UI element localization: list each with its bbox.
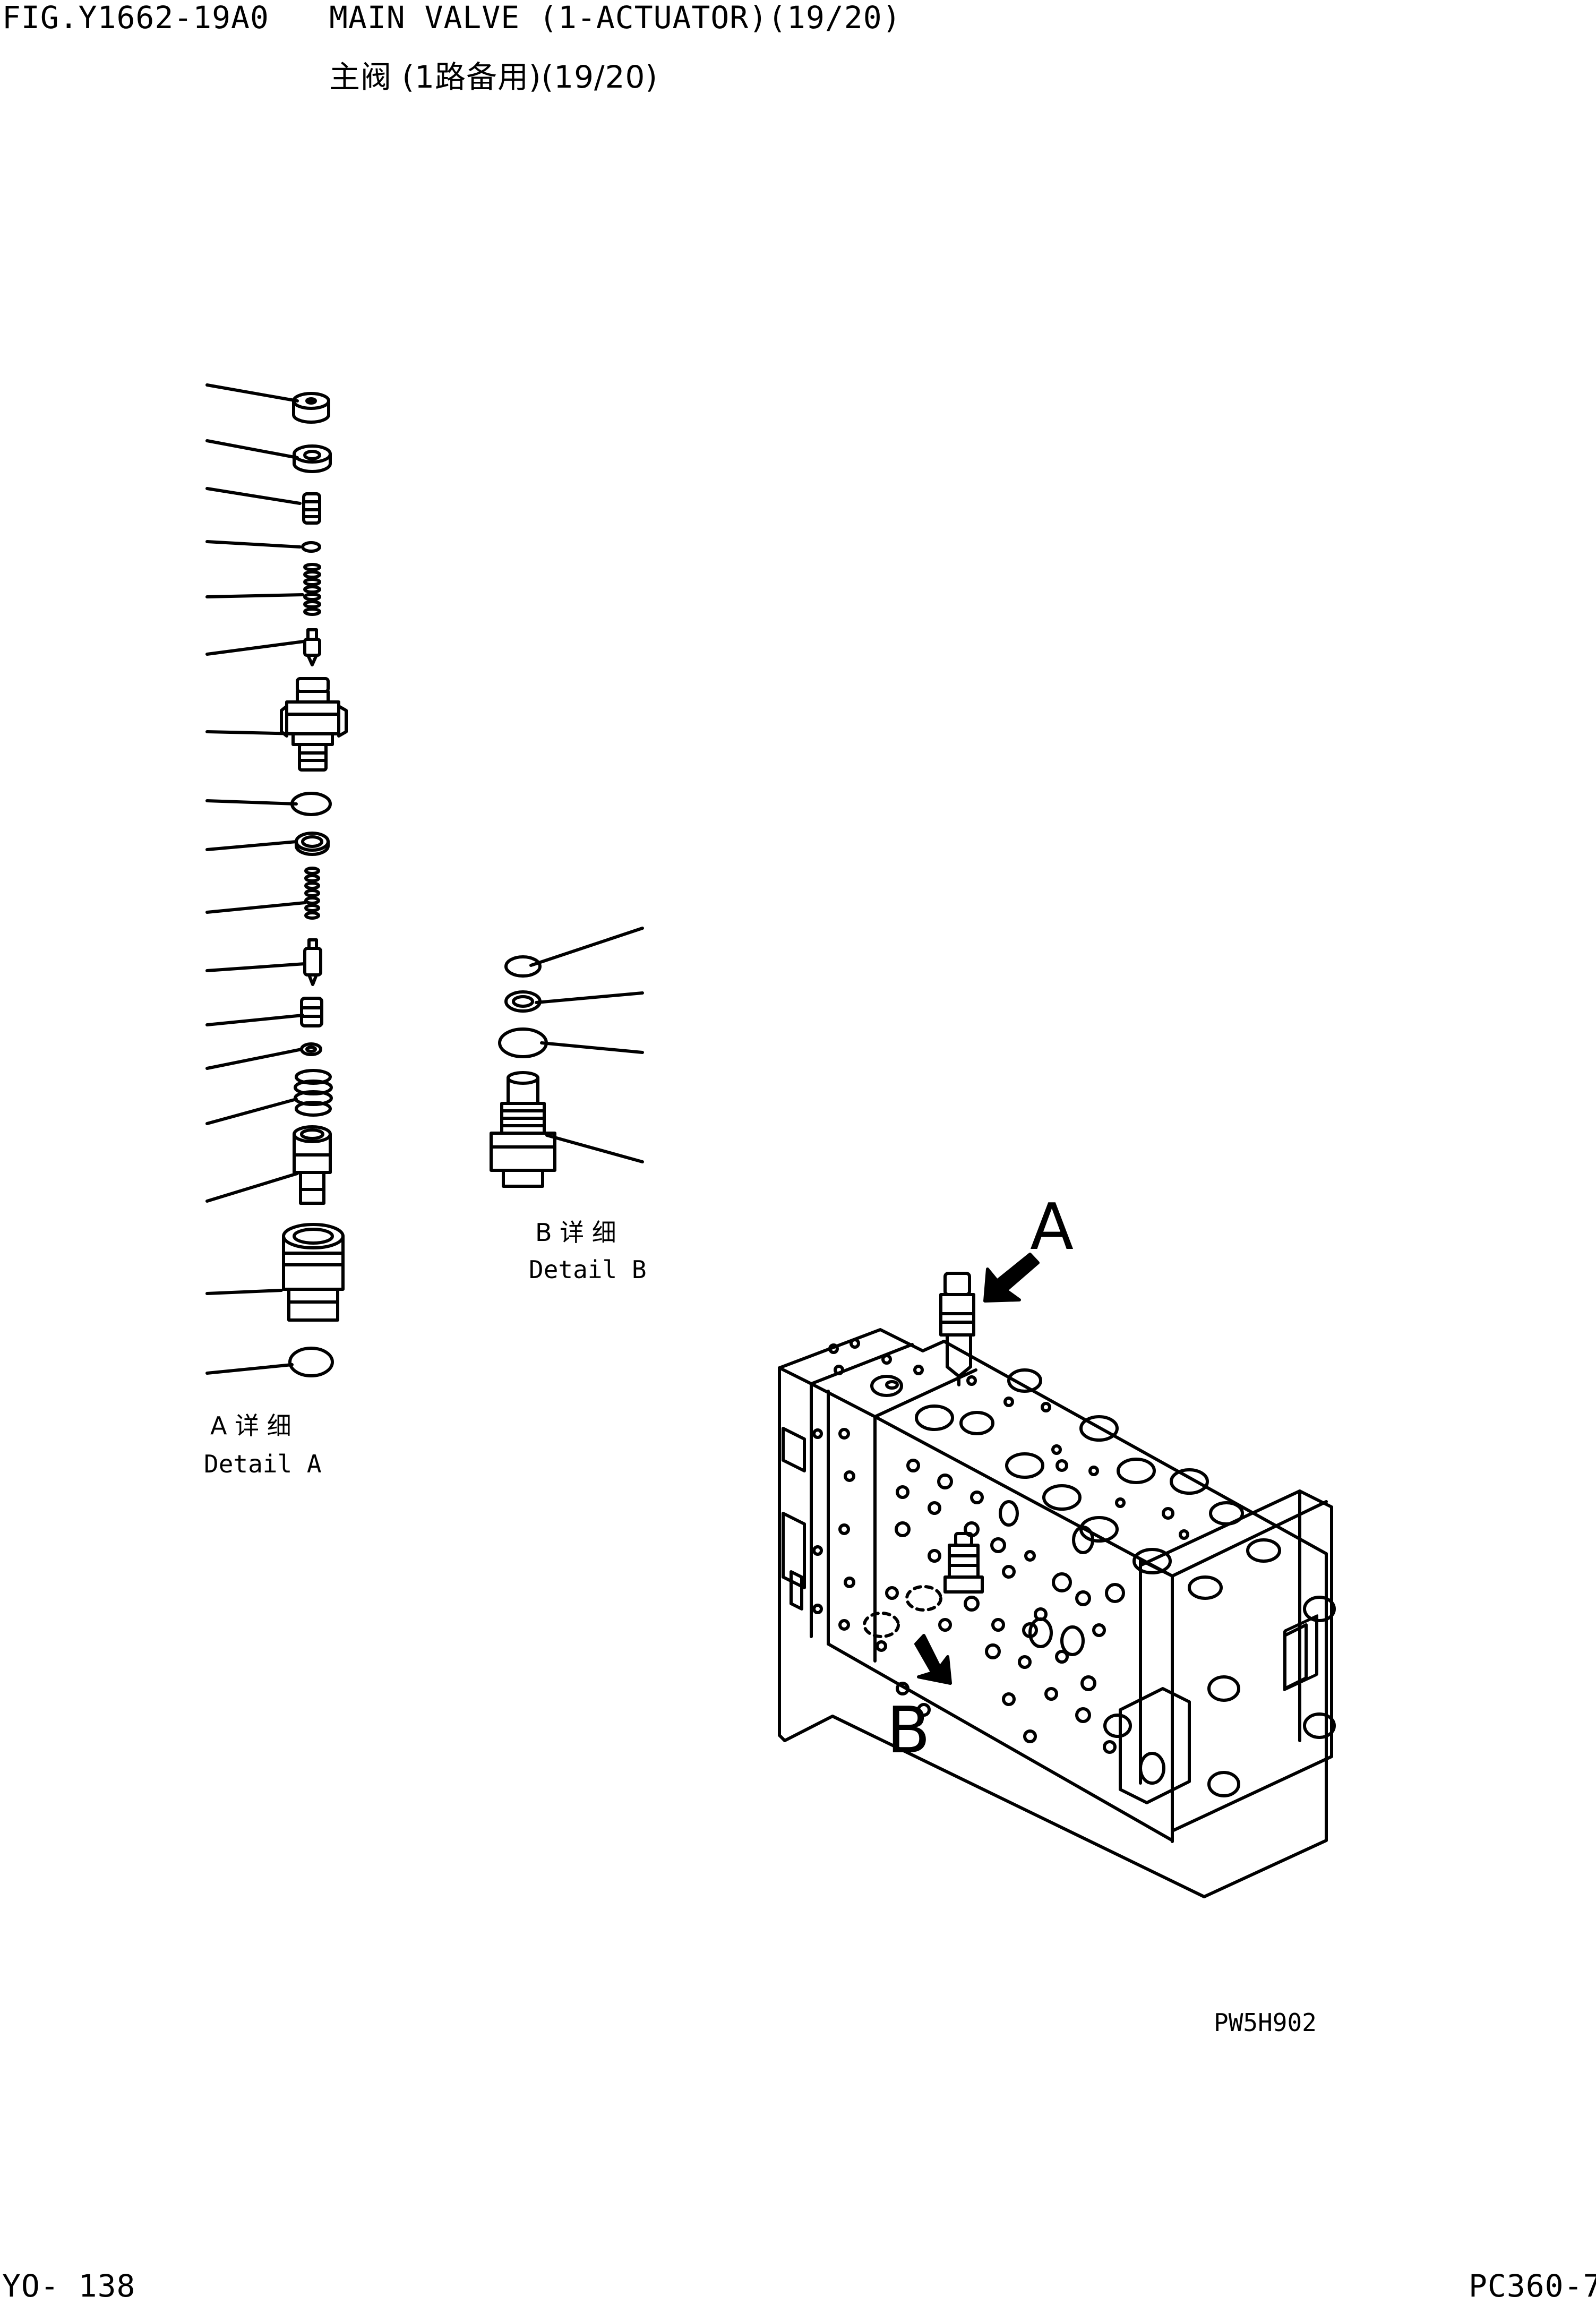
view-marker-a: A [1030, 1190, 1074, 1264]
main-valve-assembly [778, 1253, 1336, 1898]
sleeve-part [282, 1223, 345, 1322]
adjust-screw-part [302, 492, 321, 525]
b-o-ring-large [498, 1027, 548, 1058]
top-small-holes [828, 1338, 1189, 1540]
detail-b-label-chinese: B 详 细 [535, 1218, 616, 1247]
main-spring-part [294, 1069, 333, 1117]
top-ports [870, 1368, 1281, 1600]
small-o-ring-part [301, 541, 321, 553]
detail-a-label-english: Detail A [204, 1450, 322, 1478]
b-backup-ring [504, 990, 542, 1013]
lock-nut-part [293, 444, 332, 473]
arrow-a [983, 1253, 1040, 1303]
detail-b-label-english: Detail B [529, 1255, 647, 1284]
figure-title-english: MAIN VALVE (1-ACTUATOR)(19/20) [329, 0, 902, 36]
arrow-b [914, 1634, 952, 1685]
o-ring-part [290, 792, 332, 816]
pilot-poppet-part [303, 628, 321, 666]
detail-b-leader-lines [529, 927, 644, 1163]
backup-ring-part [295, 832, 330, 856]
relief-valve-a [939, 1272, 975, 1386]
small-o-ring-2-part [300, 1042, 322, 1056]
figure-number: FIG.Y1662-19A0 [2, 0, 269, 36]
figure-title-chinese: 主阀 (1路备用)(19/20) [329, 59, 658, 95]
detail-a-leader-lines [205, 383, 306, 1375]
b-o-ring-small [504, 955, 542, 978]
cap-part [292, 392, 330, 424]
page-number: YO- 138 [2, 2268, 136, 2304]
detail-a-parts [280, 392, 348, 1377]
detail-b-parts [490, 955, 556, 1188]
bottom-o-ring-part [288, 1347, 334, 1377]
piston-part [303, 938, 322, 986]
spring-2-part [304, 867, 320, 920]
view-marker-b: B [887, 1694, 931, 1768]
relief-body-part [280, 677, 348, 772]
b-plug-body [490, 1071, 556, 1188]
end-bolts [1103, 1596, 1336, 1797]
detail-a-label-chinese: A 详 细 [210, 1411, 291, 1440]
front-face-holes [812, 1428, 1125, 1754]
relief-valve-b [943, 1532, 984, 1594]
spring-1-part [303, 563, 321, 616]
plug-part [300, 997, 323, 1027]
drawing-code: PW5H902 [1214, 2008, 1317, 2037]
machine-model: PC360-7 [1469, 2268, 1596, 2304]
main-poppet-part [293, 1125, 332, 1205]
